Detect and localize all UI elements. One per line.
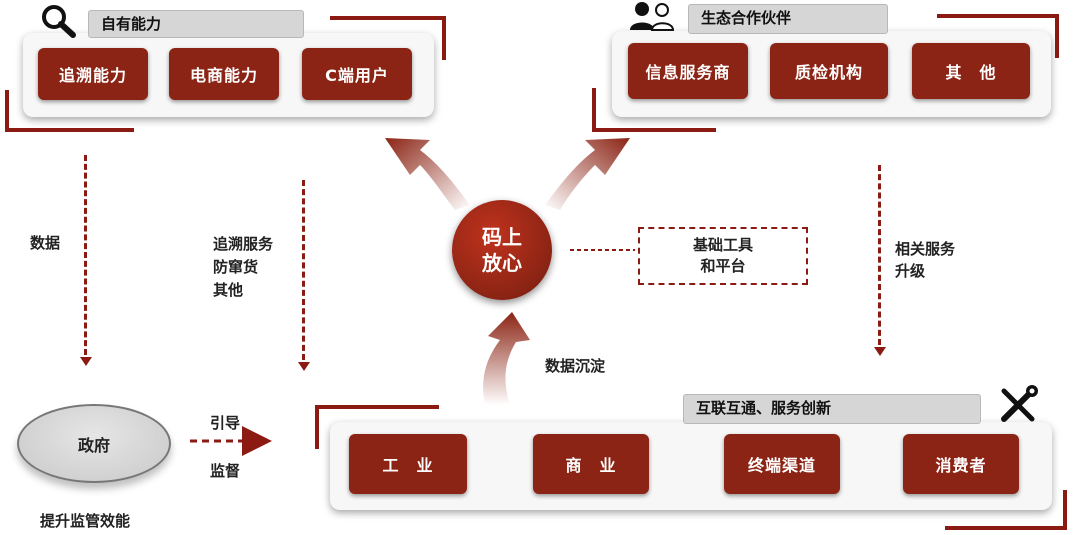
- label-upgrade: 升级: [895, 262, 926, 280]
- tools-line-2: 和平台: [700, 257, 746, 275]
- government-caption: 提升监管效能: [40, 512, 131, 530]
- center-line-1: 码上: [482, 225, 522, 249]
- related-arrowhead: [874, 347, 886, 356]
- top-left-bracket-bottom: [5, 90, 134, 132]
- curved-arrow-up-right: [545, 138, 630, 210]
- btn-info-service-provider[interactable]: 信息服务商: [628, 43, 748, 99]
- tools-line-1: 基础工具: [692, 236, 753, 254]
- btn-consumer[interactable]: 消费者: [903, 434, 1019, 494]
- search-icon: [40, 4, 78, 38]
- btn-industry[interactable]: 工 业: [349, 434, 467, 494]
- label-anti-diversion: 防窜货: [213, 258, 259, 276]
- top-left-bracket-top: [330, 16, 446, 60]
- users-icon: [628, 0, 678, 32]
- bottom-bracket-bottom: [945, 490, 1067, 530]
- trace-dashed-line: [302, 180, 305, 360]
- label-guide: 引导: [210, 414, 241, 432]
- label-supervise: 监督: [210, 462, 241, 480]
- data-dashed-line: [84, 155, 87, 355]
- bottom-bracket-top: [315, 405, 439, 449]
- btn-ecommerce-capability[interactable]: 电商能力: [169, 48, 279, 100]
- label-trace-service: 追溯服务: [213, 235, 274, 253]
- trace-arrowhead: [298, 362, 310, 371]
- btn-terminal-channel[interactable]: 终端渠道: [724, 434, 840, 494]
- top-right-bracket-bottom: [592, 88, 716, 132]
- center-circle[interactable]: 码上 放心: [452, 200, 552, 300]
- curved-arrow-up-left: [385, 138, 470, 210]
- btn-others-partner[interactable]: 其 他: [912, 43, 1030, 99]
- btn-commerce[interactable]: 商 业: [533, 434, 649, 494]
- top-left-tag: 自有能力: [88, 10, 304, 38]
- related-dashed-line: [878, 165, 881, 345]
- top-right-tag: 生态合作伙伴: [688, 4, 888, 34]
- label-data: 数据: [30, 234, 61, 252]
- btn-quality-inspection[interactable]: 质检机构: [770, 43, 888, 99]
- tools-icon: [998, 385, 1040, 425]
- data-arrowhead: [80, 357, 92, 366]
- btn-trace-capability[interactable]: 追溯能力: [38, 48, 148, 100]
- government-ellipse[interactable]: 政府: [17, 404, 171, 483]
- curved-arrow-up-bottom: [483, 312, 530, 405]
- government-label: 政府: [77, 435, 110, 455]
- label-related-service: 相关服务: [895, 240, 956, 258]
- center-line-2: 放心: [482, 251, 522, 275]
- label-data-settle: 数据沉淀: [545, 357, 606, 375]
- btn-c-end-users[interactable]: C端用户: [302, 48, 412, 100]
- bottom-tag: 互联互通、服务创新: [683, 394, 981, 424]
- label-other: 其他: [213, 281, 244, 299]
- top-right-bracket-top: [937, 14, 1059, 58]
- tools-platform-box: 基础工具 和平台: [638, 227, 808, 285]
